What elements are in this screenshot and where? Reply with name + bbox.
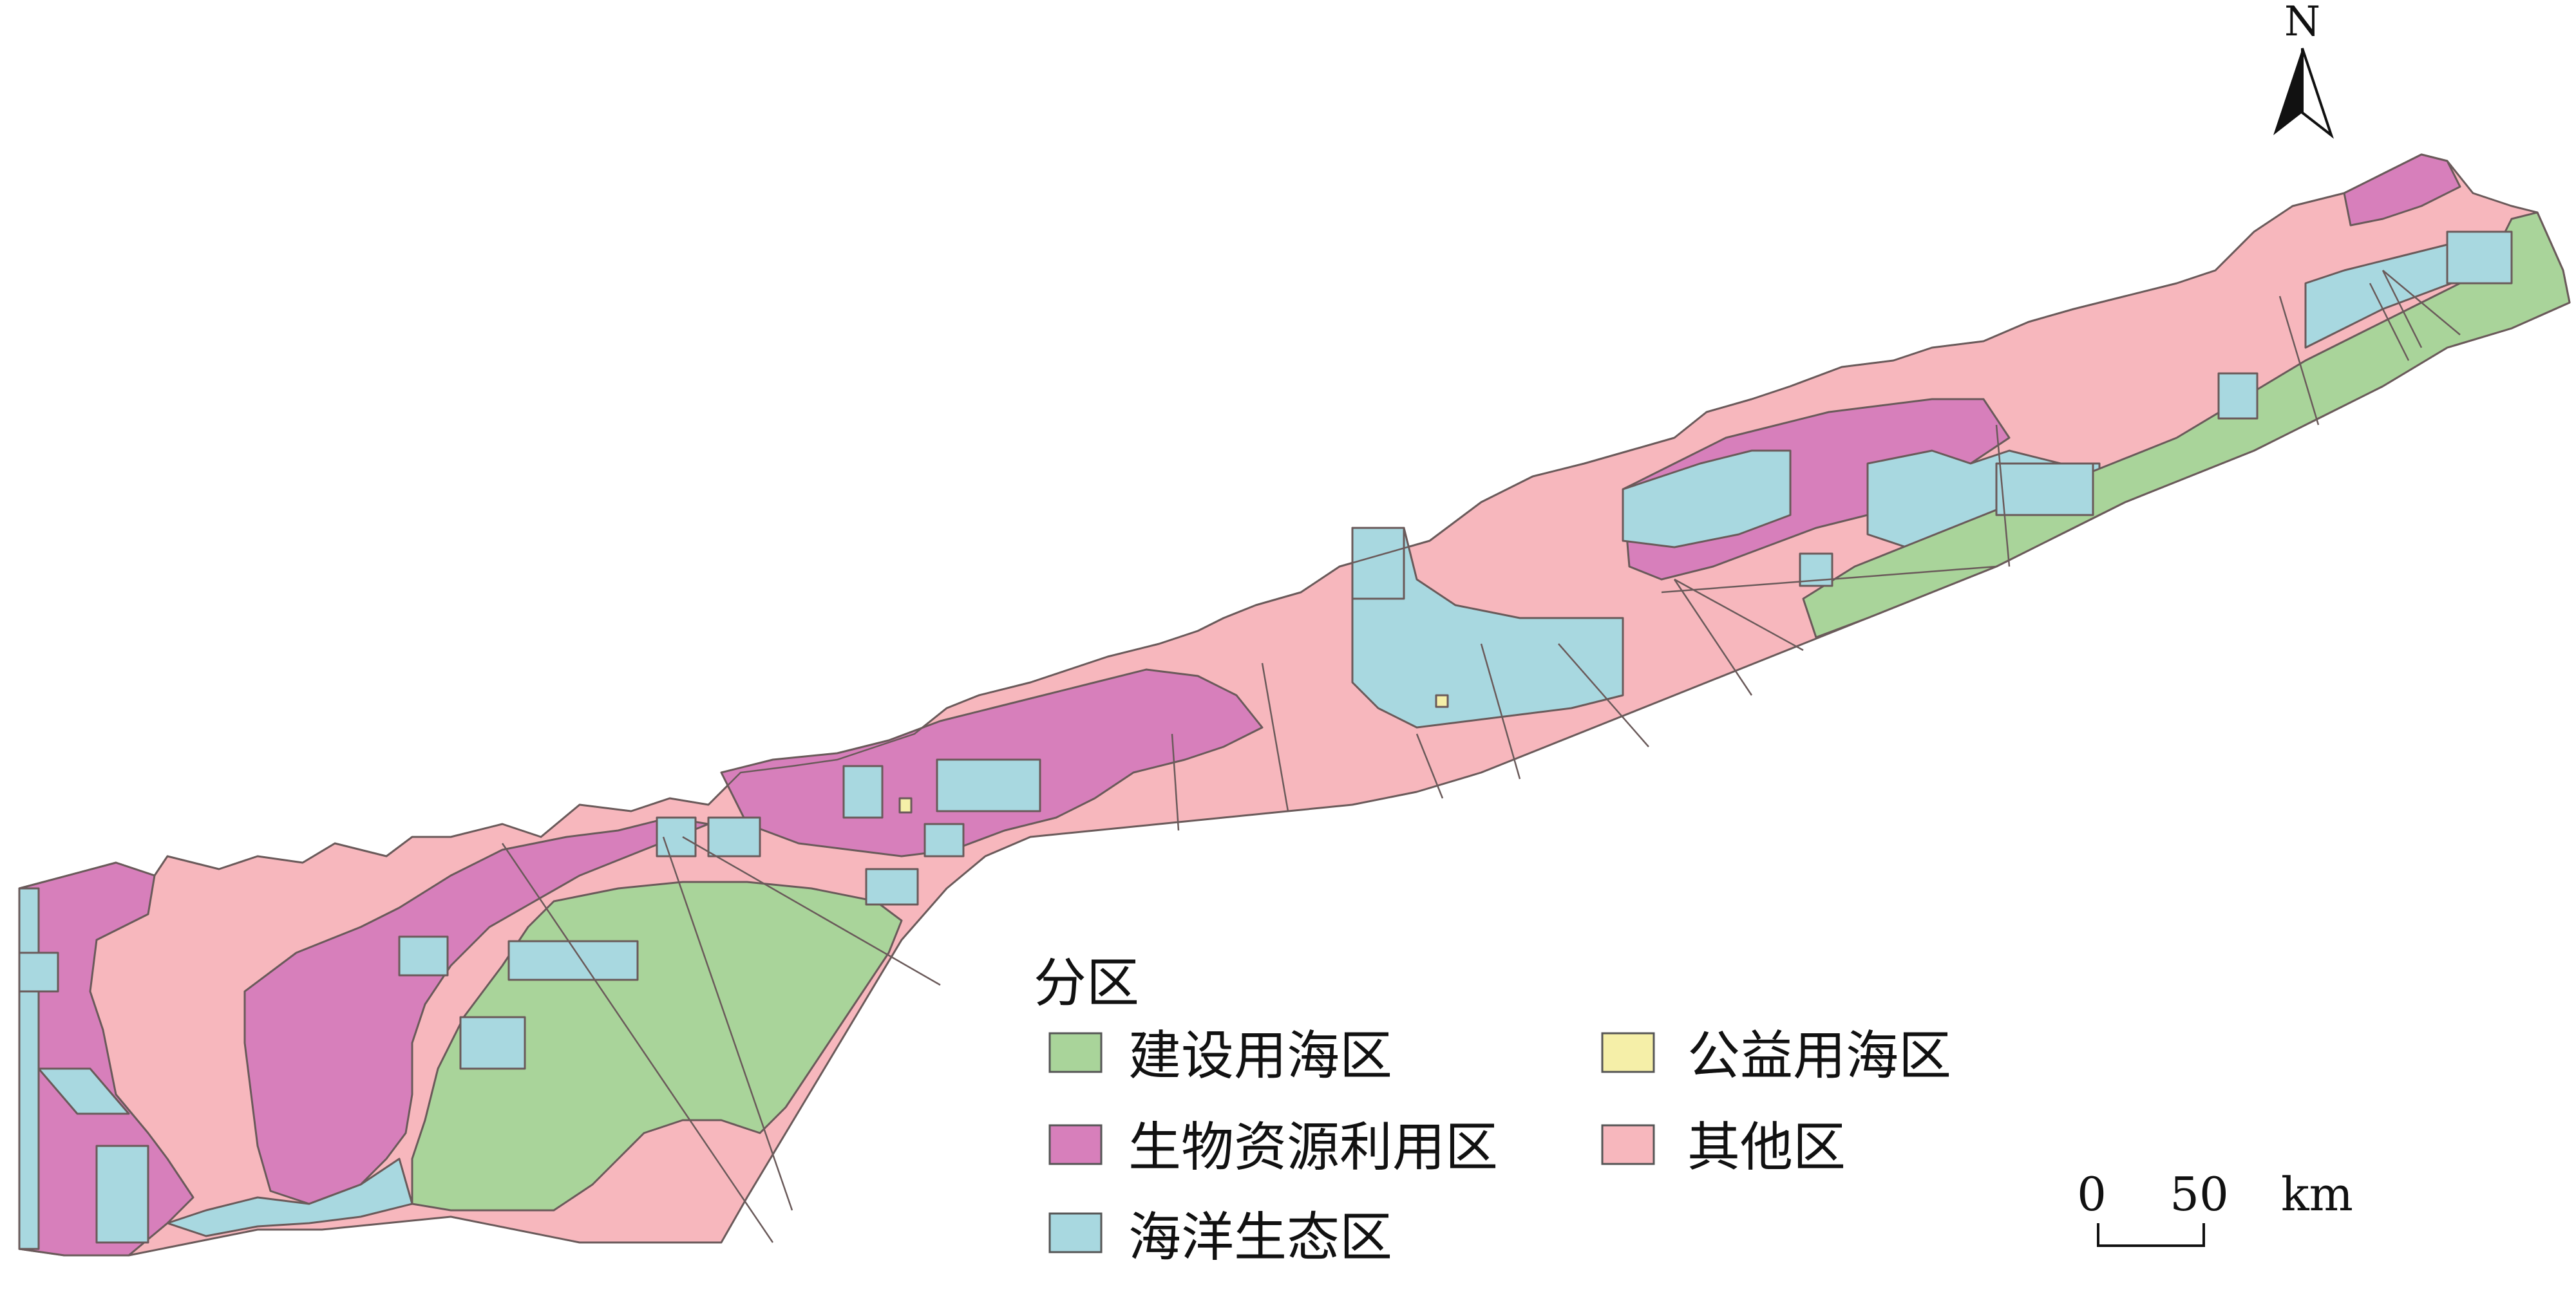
north-arrow-icon <box>2273 48 2302 135</box>
eco-block-3 <box>398 935 449 977</box>
north-arrow-label: N <box>2284 0 2320 46</box>
zone-ecological-bay-central <box>1351 527 1624 729</box>
legend-swatch-construction <box>1048 1032 1103 1073</box>
scale-bar-start: 0 <box>2077 1167 2107 1221</box>
eco-block-16 <box>95 1145 149 1244</box>
legend-label-other: 其他区 <box>1687 1117 1846 1178</box>
eco-block-9 <box>923 823 965 858</box>
eco-block-15 <box>37 1067 130 1115</box>
legend-label-construction: 建设用海区 <box>1128 1026 1392 1087</box>
eco-block-2 <box>459 1016 526 1070</box>
zone-ecological-east-bay <box>1622 449 1792 548</box>
eco-block-8 <box>936 758 1041 812</box>
scale-bar: 0 50 km <box>2077 1167 2353 1247</box>
legend-title: 分区 <box>1034 953 1139 1014</box>
legend-swatch-biological <box>1048 1124 1103 1165</box>
legend-label-public: 公益用海区 <box>1687 1026 1951 1087</box>
zone-ecological-west-coast <box>18 887 40 1250</box>
eco-block-13 <box>2446 230 2513 285</box>
scale-bar-line <box>2097 1223 2205 1247</box>
eco-block-4 <box>865 868 919 906</box>
corridor-lines <box>501 270 2461 1243</box>
eco-block-12 <box>2217 372 2259 420</box>
zone-public-patch-2 <box>1435 694 1449 708</box>
legend-swatch-other <box>1601 1124 1655 1165</box>
legend-label-ecological: 海洋生态区 <box>1128 1207 1392 1268</box>
eco-block-7 <box>842 765 884 819</box>
legend-swatch-ecological <box>1048 1212 1103 1253</box>
zone-biological-west <box>18 861 194 1257</box>
eco-block-5 <box>656 816 697 858</box>
zone-public-patch-1 <box>898 797 913 814</box>
eco-block-11 <box>1995 462 2094 516</box>
legend-label-biological: 生物资源利用区 <box>1128 1117 1498 1178</box>
legend: 分区 建设用海区 公益用海区 生物资源利用区 其他区 海洋生态区 <box>1034 953 1951 1268</box>
eco-block-6 <box>707 816 761 858</box>
coastline <box>19 153 2448 890</box>
eco-block-14 <box>1351 527 1405 600</box>
scale-bar-unit: km <box>2281 1167 2353 1221</box>
scale-bar-end: 50 <box>2170 1167 2229 1221</box>
legend-swatch-public <box>1601 1032 1655 1073</box>
eco-block-17 <box>18 951 59 993</box>
north-arrow: N <box>2273 0 2334 139</box>
zone-ecological-southwest-coast <box>166 1158 413 1237</box>
zone-biological-southwest <box>243 816 710 1205</box>
